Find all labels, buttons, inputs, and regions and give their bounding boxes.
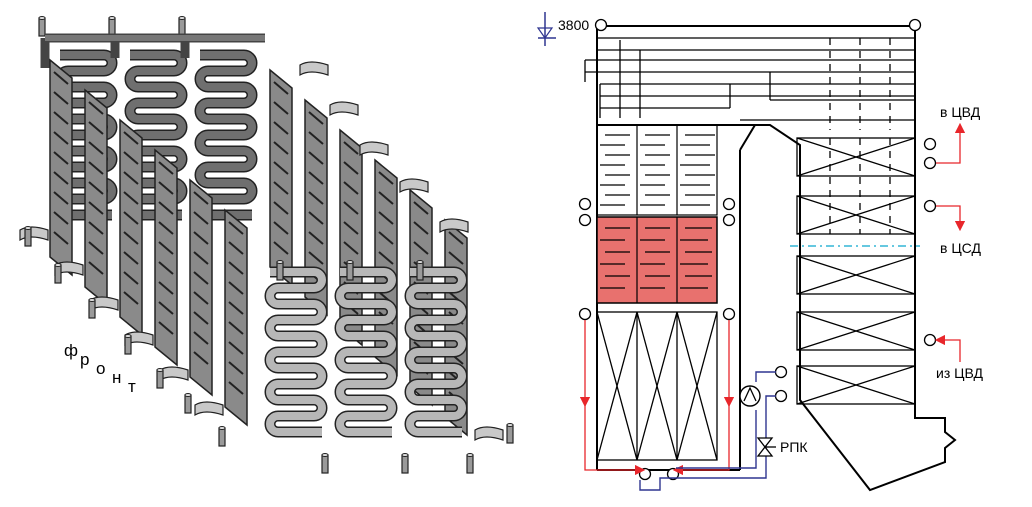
back-bundle	[38, 15, 265, 216]
label-from-hp-cylinder: из ЦВД	[936, 365, 984, 381]
label-to-hp-cylinder: в ЦВД	[940, 104, 981, 120]
front-label-letter: н	[112, 368, 121, 387]
boiler-schematic: 3800	[530, 0, 1032, 502]
superheater-top	[584, 26, 915, 130]
elevation-label: 3800	[558, 17, 589, 33]
front-label-letter: ф	[64, 341, 78, 360]
elevation-mark: 3800	[536, 12, 589, 46]
circulation-loop	[639, 371, 776, 491]
screen-tubes-upper	[596, 124, 718, 216]
label-to-ip-cylinder: в ЦСД	[940, 240, 981, 256]
front-label-letter: р	[80, 350, 89, 369]
control-valve-icon	[756, 437, 776, 457]
front-label-letter: о	[96, 359, 105, 378]
lower-furnace-panels	[596, 311, 718, 461]
heated-section	[596, 216, 718, 304]
front-label-letter: т	[128, 377, 136, 396]
label-control-valve: РПК	[780, 439, 808, 455]
header-circles	[578, 18, 937, 481]
front-bundle	[270, 259, 462, 433]
pump-icon	[739, 385, 761, 407]
boiler-schematic-drawing: 3800	[536, 12, 984, 492]
convective-sections	[796, 137, 916, 405]
flow-lines	[579, 122, 966, 476]
